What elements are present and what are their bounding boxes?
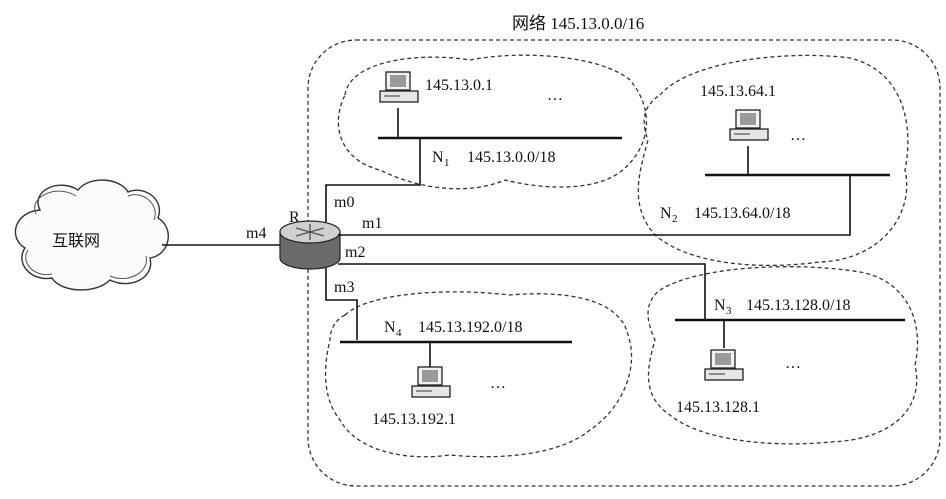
subnet-n2-cidr: 145.13.64.0/18	[694, 205, 790, 222]
subnet-n4-more: …	[490, 375, 506, 392]
subnet-n2-index: 2	[672, 213, 678, 225]
subnet-n2-name: N	[660, 205, 672, 222]
subnet-n4-host-address: 145.13.192.1	[372, 411, 456, 428]
network-title: 网络 145.13.0.0/16	[512, 14, 644, 33]
computer-icon	[379, 71, 419, 103]
subnet-n4-cidr: 145.13.192.0/18	[418, 319, 522, 336]
interface-m0: m0	[334, 194, 354, 211]
subnet-n1-name: N	[432, 149, 444, 166]
link-m0	[325, 138, 421, 222]
router-label: R	[289, 209, 300, 226]
link-m3	[325, 268, 358, 340]
link-m1	[338, 175, 851, 236]
subnet-n4-name: N	[384, 319, 396, 336]
subnet-n1-region	[337, 54, 648, 190]
interface-m4: m4	[246, 225, 266, 242]
subnet-n2-more: …	[790, 127, 806, 144]
subnet-n4-index: 4	[396, 327, 402, 339]
subnet-n1-index: 1	[444, 157, 450, 169]
subnet-n1-host-address: 145.13.0.1	[425, 77, 493, 94]
computer-icon	[729, 109, 769, 141]
link-m2	[338, 263, 706, 320]
computer-icon	[411, 366, 451, 398]
subnet-n3-name: N	[714, 297, 726, 314]
subnet-n1-more: …	[547, 87, 563, 104]
subnet-n3-host-address: 145.13.128.1	[676, 399, 760, 416]
subnet-n1-cidr: 145.13.0.0/18	[467, 149, 555, 166]
subnet-n3-more: …	[785, 355, 801, 372]
subnet-n3-index: 3	[726, 305, 732, 317]
router-icon	[279, 220, 341, 270]
subnet-n4-region	[324, 291, 633, 458]
computer-icon	[704, 349, 744, 381]
subnet-n2-host-address: 145.13.64.1	[700, 83, 776, 100]
interface-m3: m3	[334, 279, 354, 296]
subnet-n2-region	[637, 54, 909, 267]
interface-m1: m1	[362, 215, 382, 232]
subnet-n3-region	[647, 266, 919, 445]
subnet-n3-cidr: 145.13.128.0/18	[746, 297, 850, 314]
internet-label: 互联网	[52, 232, 100, 250]
internet-cloud: 互联网	[14, 179, 169, 291]
interface-m2: m2	[345, 244, 365, 261]
